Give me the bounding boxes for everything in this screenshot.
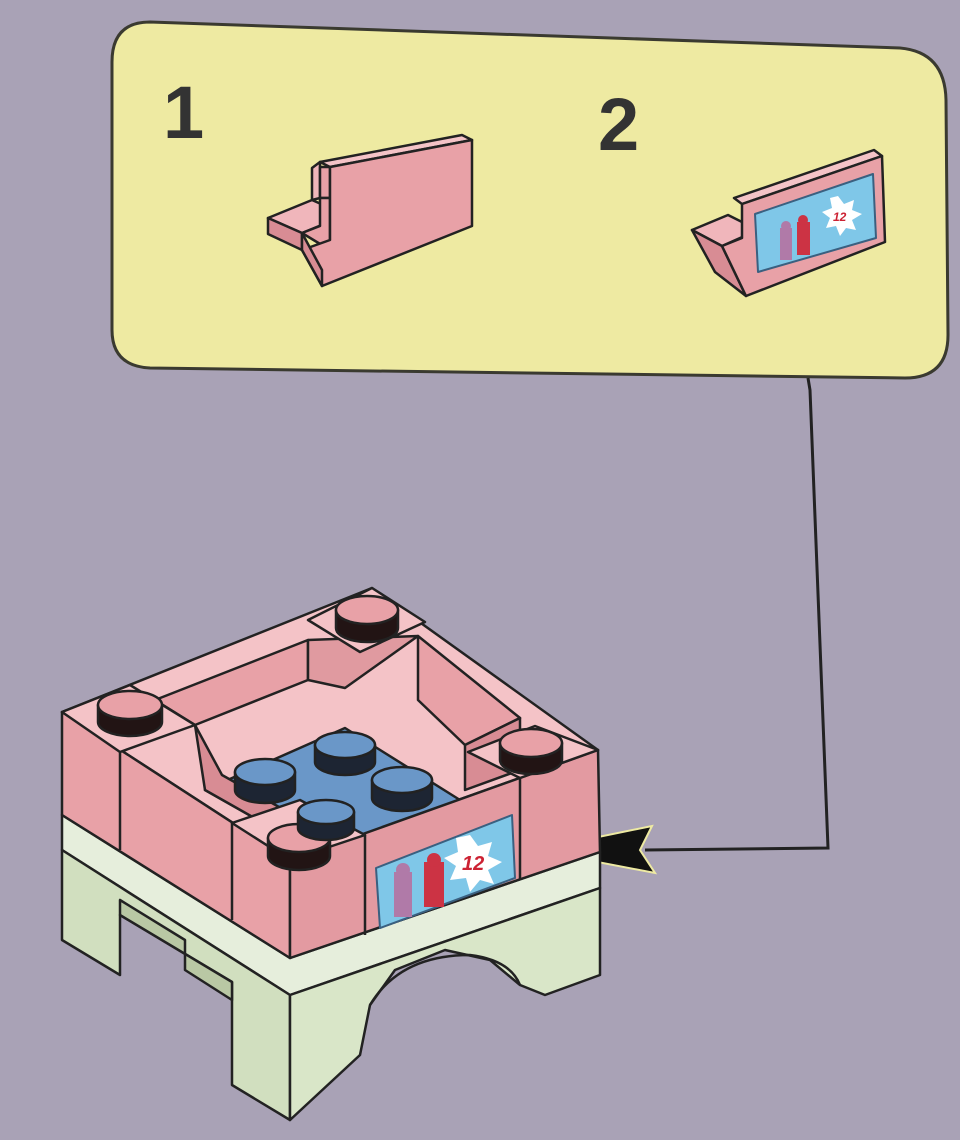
brick-stud-icon — [96, 689, 164, 738]
part-pink-panel — [266, 133, 474, 288]
green-base-brick — [60, 813, 602, 1122]
brick-stud-icon — [313, 730, 377, 777]
studs — [96, 594, 564, 872]
sticker-shop-window: 12 — [754, 173, 877, 273]
brick-stud-icon — [233, 757, 297, 805]
brick-stud-icon — [498, 727, 564, 776]
brick-assembly: 12 — [60, 586, 602, 1122]
pink-wall-bricks — [60, 586, 602, 960]
step-number-2: 2 — [598, 83, 639, 166]
sticker-shop-window-large: 12 — [375, 814, 516, 929]
brick-stud-icon — [296, 798, 356, 842]
brick-stud-icon — [334, 594, 400, 644]
sticker-label-small: 12 — [833, 210, 847, 224]
step-number-1: 1 — [163, 71, 204, 154]
connector-line — [644, 377, 830, 852]
brick-stud-icon — [370, 765, 434, 813]
sub-assembly-callout: 1 2 12 — [110, 20, 950, 380]
part-pink-panel-with-sticker: 12 — [690, 148, 887, 298]
sticker-label-large: 12 — [462, 853, 484, 875]
